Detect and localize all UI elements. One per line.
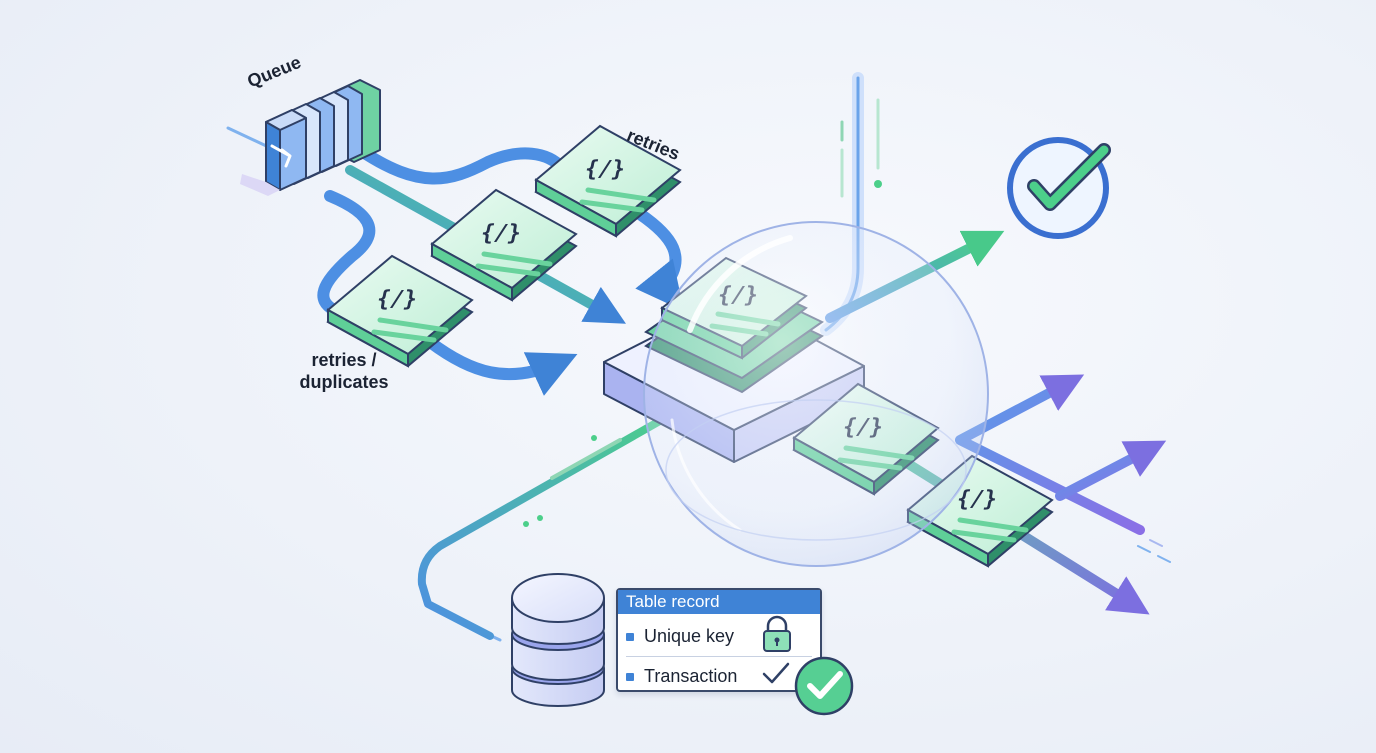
code-braces-icon: {/} bbox=[583, 156, 627, 182]
payload-tile: {/} bbox=[430, 188, 578, 302]
transparent-sphere-icon bbox=[643, 221, 989, 567]
path-to-database bbox=[417, 410, 676, 640]
retries-duplicates-line-2: duplicates bbox=[299, 372, 389, 392]
queue-stack-icon bbox=[240, 79, 381, 196]
unique-key-label: Unique key bbox=[644, 626, 735, 646]
transaction-row: Transaction bbox=[626, 664, 737, 688]
table-record-title: Table record bbox=[618, 590, 820, 614]
code-braces-icon: {/} bbox=[479, 220, 523, 246]
retries-duplicates-label: retries / duplicates bbox=[284, 349, 404, 393]
bullet-icon bbox=[626, 673, 634, 682]
check-circle-icon bbox=[1007, 137, 1111, 239]
database-cylinder-icon bbox=[511, 573, 605, 707]
checkmark-icon bbox=[762, 662, 790, 684]
padlock-icon bbox=[763, 615, 791, 652]
code-braces-icon: {/} bbox=[955, 486, 999, 512]
bullet-icon bbox=[626, 633, 634, 642]
retries-duplicates-line-1: retries / bbox=[311, 350, 377, 370]
code-braces-icon: {/} bbox=[375, 286, 419, 312]
payload-tile: {/} bbox=[326, 254, 474, 368]
payload-tile: {/} bbox=[534, 124, 682, 238]
check-circle-icon bbox=[794, 656, 854, 716]
unique-key-row: Unique key bbox=[626, 624, 734, 648]
row-divider bbox=[626, 656, 812, 657]
transaction-label: Transaction bbox=[644, 666, 738, 686]
